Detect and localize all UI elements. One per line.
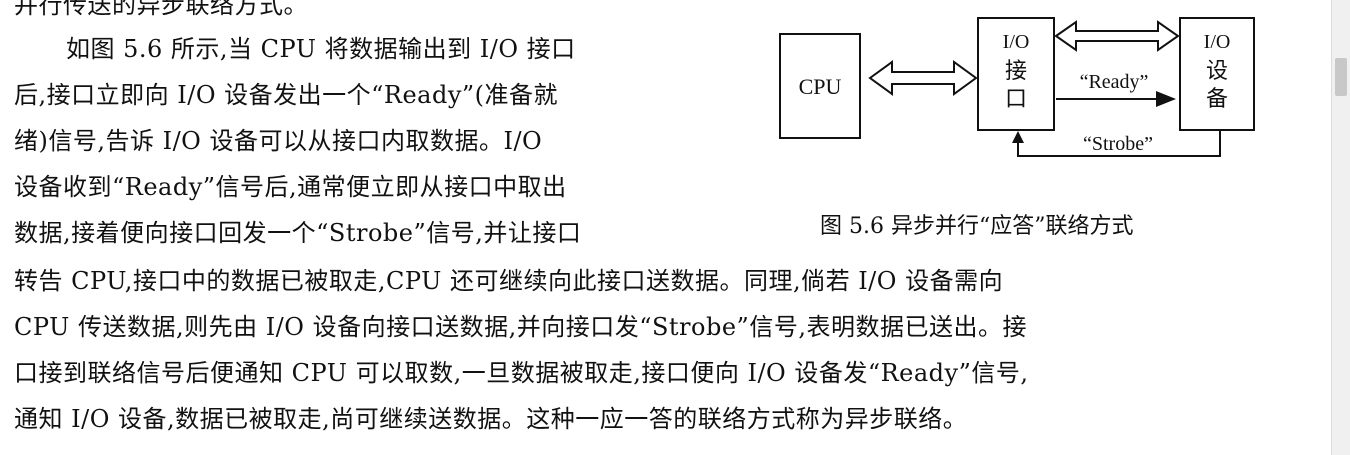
paragraph-line-6: 转告 CPU,接口中的数据已被取走,CPU 还可继续向此接口送数据。同理,倘若 … xyxy=(14,267,1004,295)
interface-label-line-2: 接 xyxy=(1005,58,1027,83)
figure-caption: 图 5.6 异步并行“应答”联络方式 xyxy=(820,214,1134,239)
cpu-box xyxy=(779,33,861,139)
paragraph-line-7: CPU 传送数据,则先由 I/O 设备向接口送数据,并向接口发“Strobe”信… xyxy=(14,313,1027,341)
vertical-scrollbar[interactable] xyxy=(1331,0,1350,455)
cpu-label: CPU xyxy=(799,74,842,99)
async-handshake-diagram: CPU I/O 接 口 I/O 设 备 “Ready” “Strobe” xyxy=(779,17,1255,157)
device-label-line-3: 备 xyxy=(1206,86,1228,111)
scrollbar-thumb[interactable] xyxy=(1335,58,1347,96)
interface-label-line-1: I/O xyxy=(1003,31,1030,53)
strobe-signal-path xyxy=(1017,130,1221,157)
paragraph-line-1: 如图 5.6 所示,当 CPU 将数据输出到 I/O 接口 xyxy=(66,35,576,63)
strobe-signal-arrowhead xyxy=(1012,131,1024,143)
strobe-signal-label: “Strobe” xyxy=(1083,133,1153,155)
interface-device-double-arrow xyxy=(1054,20,1180,52)
device-label-line-1: I/O xyxy=(1204,31,1231,53)
paragraph-line-2: 后,接口立即向 I/O 设备发出一个“Ready”(准备就 xyxy=(14,81,559,109)
paragraph-line-8: 口接到联络信号后便通知 CPU 可以取数,一旦数据被取走,接口便向 I/O 设备… xyxy=(14,359,1029,387)
interface-box xyxy=(977,17,1055,131)
cpu-interface-double-arrow xyxy=(868,60,978,96)
ready-signal-label: “Ready” xyxy=(1080,71,1149,93)
device-label-line-2: 设 xyxy=(1206,58,1228,83)
interface-label-line-3: 口 xyxy=(1005,86,1027,111)
paragraph-partial-top-line: 并行传送的异步联络方式。 xyxy=(14,0,308,19)
device-box xyxy=(1179,17,1255,131)
paragraph-line-9: 通知 I/O 设备,数据已被取走,尚可继续送数据。这种一应一答的联络方式称为异步… xyxy=(14,405,968,433)
paragraph-line-5: 数据,接着便向接口回发一个“Strobe”信号,并让接口 xyxy=(14,219,582,247)
paragraph-line-3: 绪)信号,告诉 I/O 设备可以从接口内取数据。I/O xyxy=(14,127,543,155)
paragraph-line-4: 设备收到“Ready”信号后,通常便立即从接口中取出 xyxy=(14,173,567,201)
